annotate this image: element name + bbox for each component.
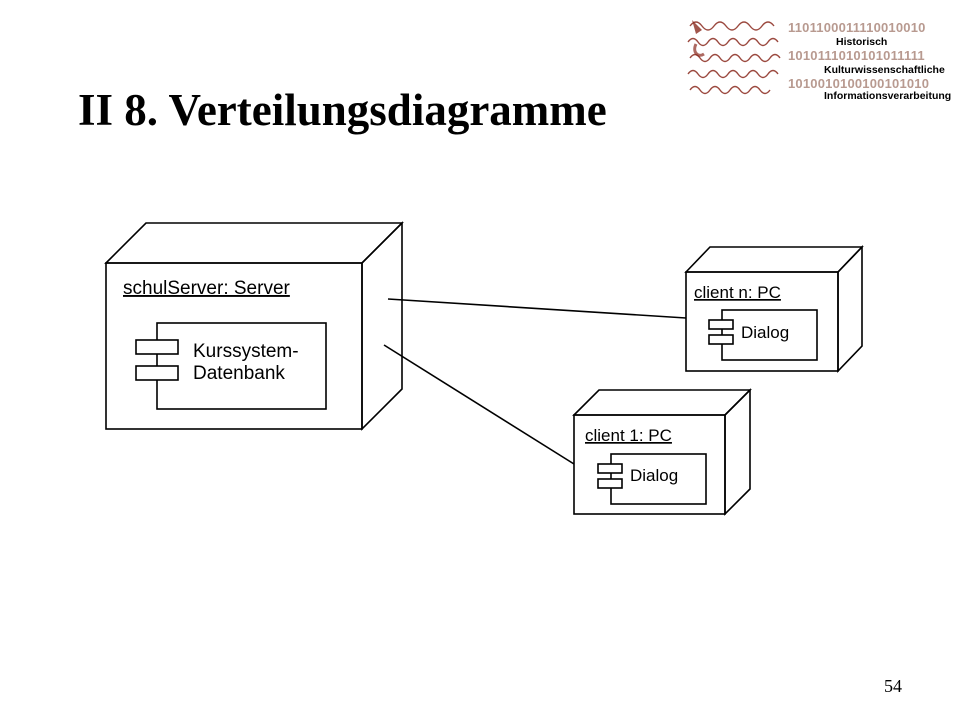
page-number: 54 [884, 676, 902, 696]
institute-logo: 1101100011110010010 Historisch 101011101… [684, 14, 951, 106]
logo-text-line: Informationsverarbeitung [824, 90, 952, 102]
server-client-n-connection [387, 298, 687, 319]
server-client-1-connection [383, 344, 575, 465]
server-node-label: schulServer: Server [123, 278, 291, 299]
client-n-node-label: client n: PC [694, 283, 781, 302]
client-1-node [572, 388, 752, 516]
client-n-component-label: Dialog [741, 323, 789, 342]
client-1-component-label: Dialog [630, 466, 678, 485]
logo-binary-line: 1010111010101011111 [788, 48, 925, 63]
server-node [104, 221, 404, 431]
server-component-label-line2: Datenbank [193, 363, 285, 384]
client-n-component [708, 309, 818, 361]
logo-binary-line: 1010010100100101010 [788, 76, 930, 91]
slide-title: II 8. Verteilungsdiagramme [78, 85, 607, 135]
client-1-node-label: client 1: PC [585, 426, 672, 445]
logo-binary-line: 1101100011110010010 [788, 20, 926, 35]
client-n-node [684, 245, 864, 373]
logo-text-line: Historisch [836, 36, 888, 48]
logo-text-line: Kulturwissenschaftliche [824, 64, 945, 76]
manuscript-scribble-icon [687, 20, 781, 95]
server-component [135, 322, 327, 410]
client-1-component [597, 453, 707, 505]
server-component-label-line1: Kurssystem- [193, 341, 299, 362]
